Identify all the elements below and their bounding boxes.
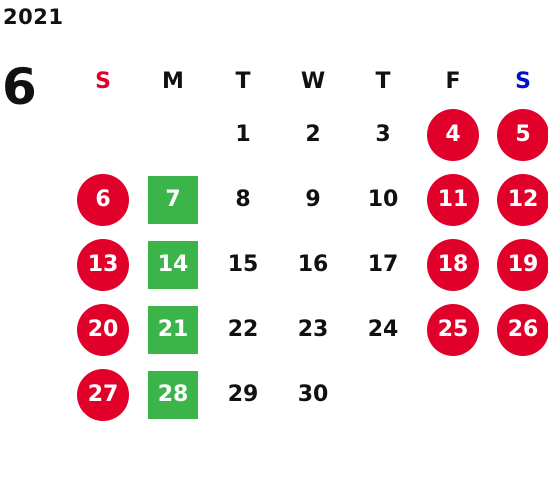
day-cell: 29	[208, 362, 278, 427]
day-number: 15	[227, 252, 259, 277]
empty-day-cell	[418, 362, 488, 427]
day-cell: 18	[418, 232, 488, 297]
day-number: 27	[77, 368, 129, 421]
day-number: 6	[77, 173, 129, 226]
day-cell: 15	[208, 232, 278, 297]
weekday-header: W	[300, 68, 326, 94]
day-cell: 26	[488, 297, 548, 362]
day-cell: 20	[68, 297, 138, 362]
day-number: 18	[427, 238, 479, 291]
day-number: 17	[367, 252, 399, 277]
day-cell: 7	[138, 167, 208, 232]
day-number: 1	[235, 122, 251, 147]
empty-day-cell	[138, 102, 208, 167]
day-number: 20	[77, 303, 129, 356]
year-label: 2021	[3, 5, 64, 29]
weekday-header: T	[375, 68, 391, 94]
day-number: 28	[148, 370, 198, 419]
empty-day-cell	[348, 362, 418, 427]
day-cell: 27	[68, 362, 138, 427]
day-number: 7	[148, 175, 198, 224]
day-number: 29	[227, 382, 259, 407]
weekday-header: F	[445, 68, 461, 94]
month-number: 6	[2, 58, 37, 116]
day-number: 11	[427, 173, 479, 226]
day-cell: 5	[488, 102, 548, 167]
weekday-header: T	[235, 68, 251, 94]
day-cell: 16	[278, 232, 348, 297]
day-cell: 23	[278, 297, 348, 362]
day-cell: 2	[278, 102, 348, 167]
day-number: 14	[148, 240, 198, 289]
day-cell: 13	[68, 232, 138, 297]
empty-day-cell	[68, 102, 138, 167]
day-number: 25	[427, 303, 479, 356]
weekday-header: S	[515, 68, 531, 94]
day-number: 13	[77, 238, 129, 291]
day-number: 3	[375, 122, 391, 147]
day-number: 10	[367, 187, 399, 212]
day-cell: 10	[348, 167, 418, 232]
day-cell: 22	[208, 297, 278, 362]
day-number: 4	[427, 108, 479, 161]
day-number: 2	[305, 122, 321, 147]
day-number: 16	[297, 252, 329, 277]
day-cell: 11	[418, 167, 488, 232]
day-cell: 30	[278, 362, 348, 427]
day-cell: 28	[138, 362, 208, 427]
day-number: 26	[497, 303, 548, 356]
day-cell: 8	[208, 167, 278, 232]
day-cell: 12	[488, 167, 548, 232]
day-cell: 21	[138, 297, 208, 362]
day-cell: 3	[348, 102, 418, 167]
day-number: 19	[497, 238, 548, 291]
day-cell: 25	[418, 297, 488, 362]
day-number: 5	[497, 108, 548, 161]
day-number: 21	[148, 305, 198, 354]
weekday-header: S	[95, 68, 111, 94]
day-cell: 9	[278, 167, 348, 232]
day-number: 8	[235, 187, 251, 212]
empty-day-cell	[488, 362, 548, 427]
day-cell: 24	[348, 297, 418, 362]
day-number: 9	[305, 187, 321, 212]
day-number: 12	[497, 173, 548, 226]
day-number: 22	[227, 317, 259, 342]
weekday-header: M	[162, 68, 184, 94]
day-cell: 19	[488, 232, 548, 297]
day-cell: 4	[418, 102, 488, 167]
day-cell: 14	[138, 232, 208, 297]
day-number: 30	[297, 382, 329, 407]
day-cell: 17	[348, 232, 418, 297]
day-number: 24	[367, 317, 399, 342]
day-cell: 6	[68, 167, 138, 232]
day-cell: 1	[208, 102, 278, 167]
day-number: 23	[297, 317, 329, 342]
